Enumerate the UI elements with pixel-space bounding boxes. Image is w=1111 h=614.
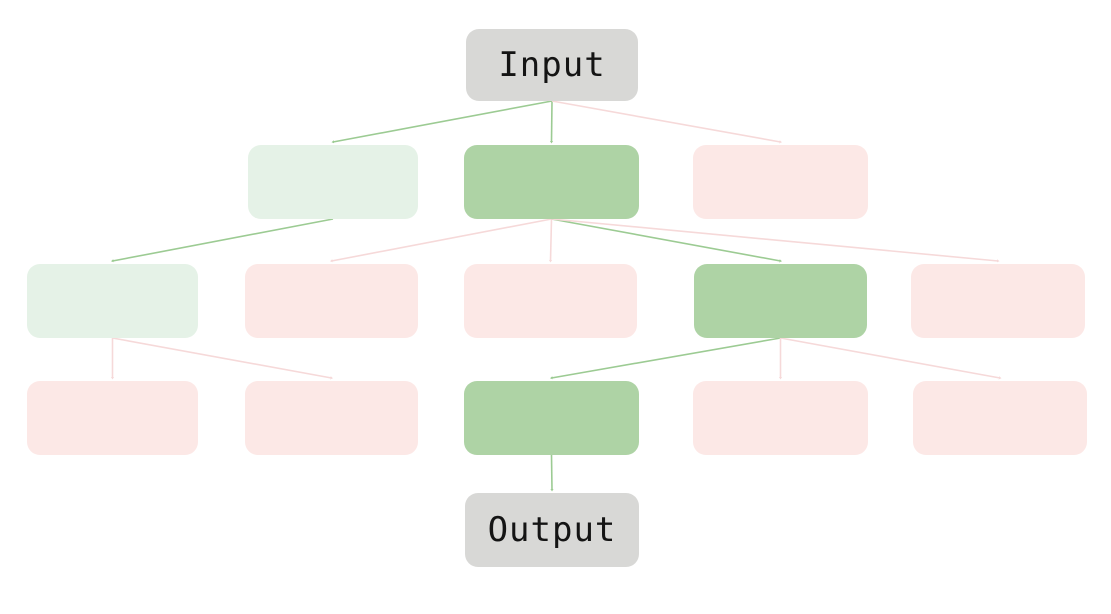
node-r2c <box>693 145 868 219</box>
node-r4c <box>464 381 639 455</box>
node-r3e <box>911 264 1085 338</box>
node-r4d <box>693 381 868 455</box>
node-label-input: Input <box>498 45 606 85</box>
node-output: Output <box>465 493 639 567</box>
node-r3d <box>694 264 867 338</box>
node-r2b <box>464 145 639 219</box>
node-r4b <box>245 381 418 455</box>
node-label-output: Output <box>487 510 617 550</box>
node-r4e <box>913 381 1087 455</box>
node-r3c <box>464 264 637 338</box>
node-r4a <box>27 381 198 455</box>
node-r3a <box>27 264 198 338</box>
node-input: Input <box>466 29 638 101</box>
node-r2a <box>248 145 418 219</box>
node-r3b <box>245 264 418 338</box>
